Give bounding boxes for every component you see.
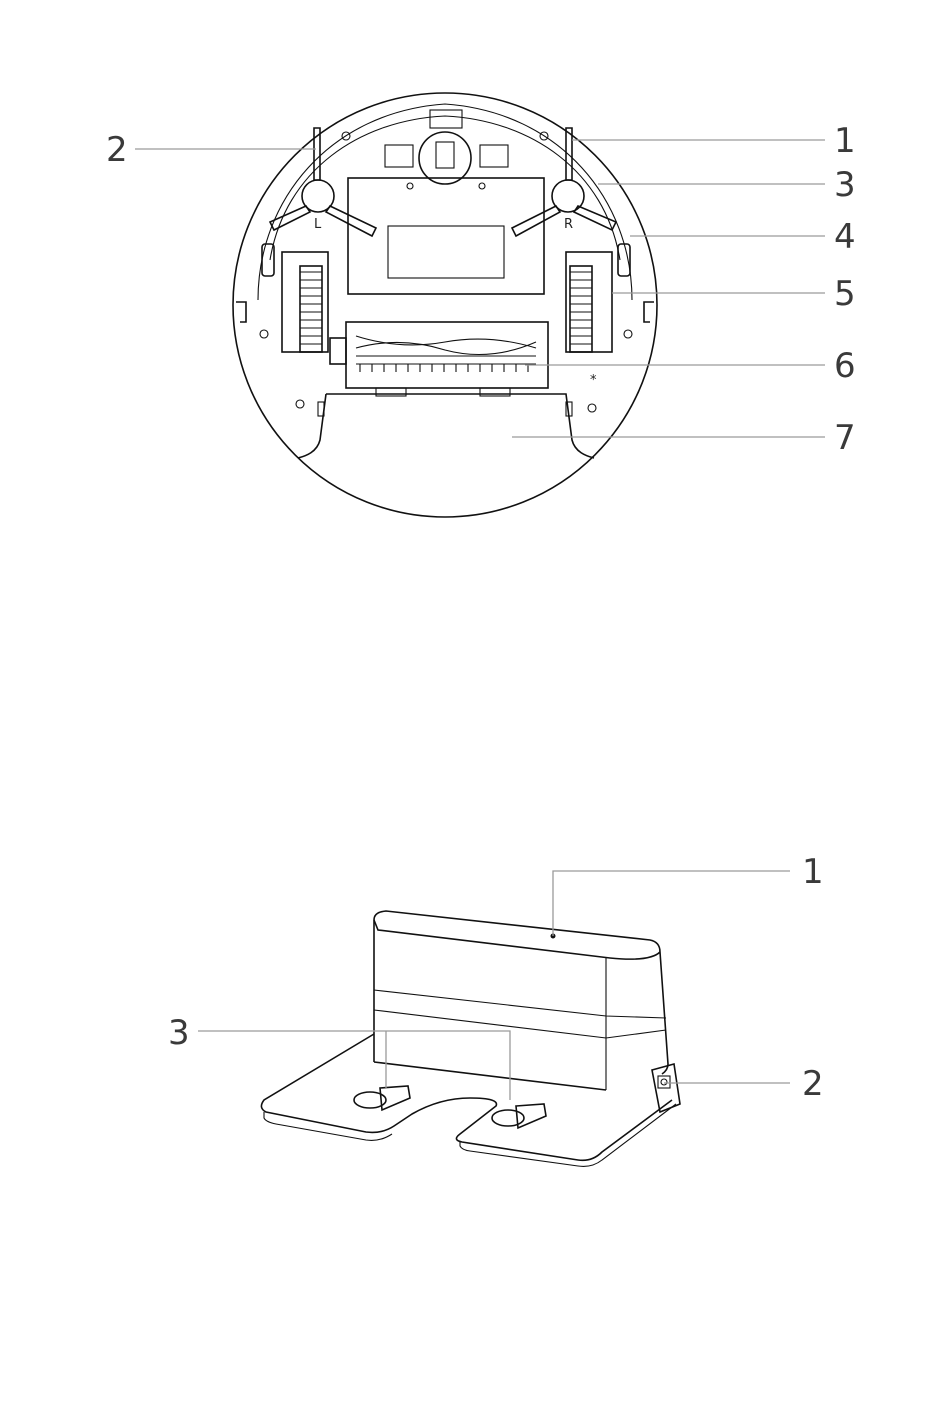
dock-contact-pad-right [492,1104,546,1128]
screw-mid-left [407,183,413,189]
battery-cover [348,178,544,294]
side-brush-left-mark: L [314,217,322,232]
charging-dock-view: 1 2 3 [168,852,824,1166]
screw-low-left [260,330,268,338]
callout-6: 6 [834,346,856,386]
dock-callout-1: 1 [802,852,824,892]
screw-bin-right [588,404,596,412]
screw-low-right [624,330,632,338]
battery-cover-label [388,226,504,278]
side-brush-left: L [270,128,376,236]
side-brush-right: R [512,128,616,236]
dock-contact-pad-left [354,1086,410,1110]
dock-tower-band-1 [374,990,666,1018]
dock-tower-band-2 [374,1010,666,1038]
robot-body-outline [233,93,657,517]
drive-wheel-left [282,252,328,352]
side-brush-right-mark: R [564,217,573,232]
screw-mid-right [479,183,485,189]
body-notch-left [236,302,246,322]
dock-leader-line-1 [553,871,790,936]
top-sensor-window [430,110,462,128]
body-notch-right [644,302,654,322]
dock-leader-line-3 [198,1031,510,1100]
caster-wheel-axle [436,142,454,168]
callout-2: 2 [106,130,128,170]
dock-base-edge [264,1112,392,1140]
bumper-arc-inner [270,116,620,260]
screw-bin-left [296,400,304,408]
callout-1: 1 [834,121,856,161]
callout-7: 7 [834,418,856,458]
sensor-pad-left [385,145,413,167]
dock-callout-3: 3 [168,1013,190,1053]
caster-wheel [419,132,471,184]
callout-5: 5 [834,274,856,314]
drive-wheel-right [566,252,612,352]
sensor-pad-right [480,145,508,167]
main-brush [330,322,548,396]
cliff-sensor-mark: * [590,373,597,388]
robot-bottom-view: L R [106,93,856,517]
dock-base-plate [261,1034,672,1160]
dust-bin [298,394,594,458]
dock-base-edge-right [460,1104,676,1166]
dock-tower-bottom [374,1062,606,1090]
callout-4: 4 [834,217,856,257]
dock-callout-2: 2 [802,1064,824,1104]
callout-3: 3 [834,165,856,205]
